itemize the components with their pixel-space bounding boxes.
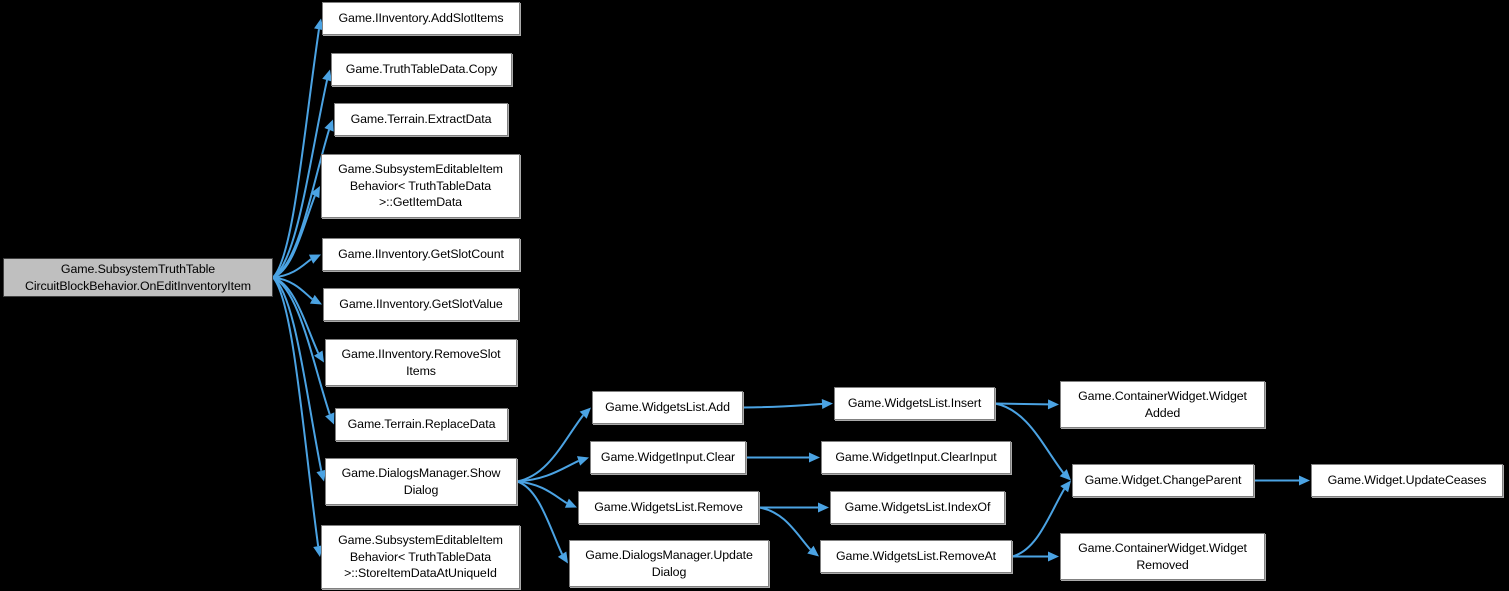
graph-node-label: Game.IInventory.GetSlotCount [338,247,504,262]
graph-node-label: Game.Terrain.ExtractData [350,112,492,127]
graph-node[interactable]: Game.WidgetsList.Insert [834,387,995,420]
graph-node-label: Game.WidgetInput.Clear [600,450,736,465]
graph-edge [746,452,820,463]
graph-node-label: Game.WidgetsList.IndexOf [844,500,991,515]
graph-node[interactable]: Game.SubsystemEditableItem Behavior< Tru… [321,154,520,218]
graph-node[interactable]: Game.WidgetInput.ClearInput [821,441,1011,474]
graph-node[interactable]: Game.Terrain.ReplaceData [335,408,508,441]
graph-node-label: Game.DialogsManager.Update Dialog [585,548,753,579]
graph-node-label: Game.WidgetsList.Insert [847,396,982,411]
graph-node[interactable]: Game.DialogsManager.Show Dialog [325,458,517,505]
graph-node[interactable]: Game.DialogsManager.Update Dialog [569,540,769,587]
graph-node-label: Game.TruthTableData.Copy [345,62,498,77]
graph-node-label: Game.IInventory.GetSlotValue [339,297,503,312]
graph-node[interactable]: Game.WidgetInput.Clear [590,441,746,474]
graph-node[interactable]: Game.ContainerWidget.Widget Removed [1060,533,1265,580]
graph-node[interactable]: Game.Widget.ChangeParent [1072,464,1254,497]
graph-edge [994,399,1059,410]
graph-edge [272,276,324,363]
graph-node-label: Game.WidgetsList.RemoveAt [835,549,996,564]
graph-node-root[interactable]: Game.SubsystemTruthTable CircuitBlockBeh… [3,258,273,297]
graph-edge [272,276,322,305]
graph-node[interactable]: Game.TruthTableData.Copy [331,53,512,86]
graph-edge [516,480,568,564]
graph-node[interactable]: Game.IInventory.GetSlotValue [323,288,519,321]
graph-node[interactable]: Game.ContainerWidget.Widget Added [1060,381,1265,428]
graph-node[interactable]: Game.Widget.UpdateCeases [1311,464,1503,497]
graph-edge [272,18,324,279]
graph-edge [516,407,591,483]
graph-node-label: Game.Widget.ChangeParent [1084,473,1242,488]
graph-node[interactable]: Game.IInventory.GetSlotCount [322,238,520,271]
graph-node[interactable]: Game.WidgetsList.Add [592,391,743,424]
graph-node[interactable]: Game.Terrain.ExtractData [334,103,508,136]
graph-node-label: Game.Widget.UpdateCeases [1327,473,1487,488]
graph-edge [1254,475,1310,486]
graph-edge [742,398,833,409]
graph-edge [272,276,324,557]
graph-node[interactable]: Game.IInventory.AddSlotItems [322,2,520,35]
graph-node-label: Game.SubsystemTruthTable CircuitBlockBeh… [24,262,251,293]
graph-node[interactable]: Game.WidgetsList.Remove [578,491,759,524]
graph-node-label: Game.ContainerWidget.Widget Removed [1078,541,1247,572]
graph-node[interactable]: Game.SubsystemEditableItem Behavior< Tru… [321,525,520,589]
graph-node-label: Game.WidgetsList.Add [605,400,730,415]
graph-edge [272,276,327,482]
graph-node-label: Game.IInventory.RemoveSlot Items [341,347,501,378]
graph-node-label: Game.SubsystemEditableItem Behavior< Tru… [338,533,503,581]
graph-edge [759,502,829,513]
graph-node-label: Game.WidgetInput.ClearInput [835,450,997,465]
graph-node-label: Game.WidgetsList.Remove [594,500,743,515]
graph-node[interactable]: Game.WidgetsList.IndexOf [830,491,1005,524]
graph-node-label: Game.Terrain.ReplaceData [347,417,496,432]
graph-edge [1012,551,1059,562]
graph-node[interactable]: Game.WidgetsList.RemoveAt [820,540,1012,573]
graph-node-label: Game.SubsystemEditableItem Behavior< Tru… [338,162,503,210]
graph-edge [272,254,321,279]
graph-node-label: Game.ContainerWidget.Widget Added [1078,389,1247,420]
graph-node-label: Game.IInventory.AddSlotItems [338,11,504,26]
graph-node[interactable]: Game.IInventory.RemoveSlot Items [325,339,517,386]
graph-edge [272,186,320,279]
graph-edge [516,480,577,508]
graph-edge [516,456,589,483]
graph-node-label: Game.DialogsManager.Show Dialog [341,466,501,497]
